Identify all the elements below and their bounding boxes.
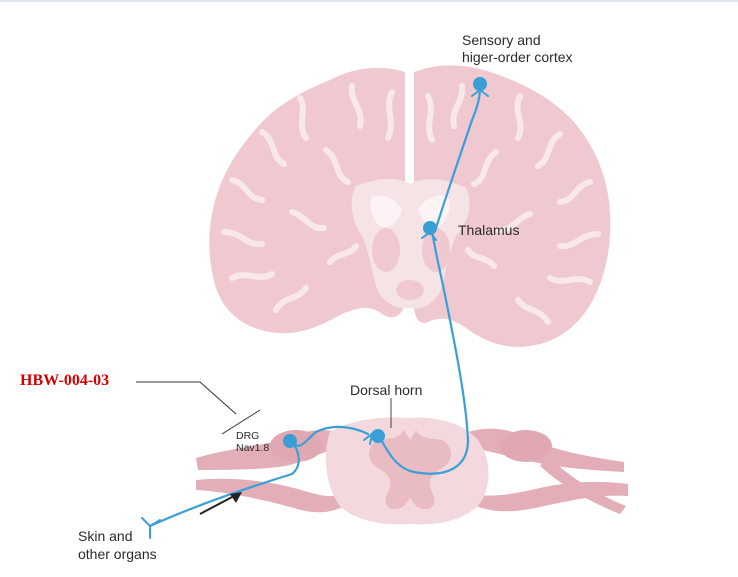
skin-terminal — [141, 517, 161, 539]
spinal-cord — [196, 417, 628, 525]
compound-code-label: HBW-004-03 — [20, 372, 110, 389]
brain-folds-right — [425, 83, 601, 325]
brain-folds-left — [221, 83, 395, 313]
thalamus-neuron-soma — [423, 221, 437, 235]
spinothalamic-axon — [378, 228, 470, 475]
primary-afferent-axon — [148, 440, 300, 528]
skin-label-line2: other organs — [78, 546, 157, 562]
signal-direction-arrow — [199, 492, 242, 515]
cortex-label-line1: Sensory and — [462, 32, 541, 48]
spinal-grey-matter — [369, 430, 451, 510]
drg-label-line1: DRG — [236, 430, 260, 442]
skin-label-line1: Skin and — [78, 528, 133, 544]
drg-central-axon — [290, 425, 370, 447]
brain-ventricle-right — [418, 195, 450, 228]
drg-neuron-soma — [283, 434, 297, 448]
thalamus-left-nucleus — [372, 228, 400, 272]
drg-ganglion-right — [500, 430, 552, 462]
brain-ventricle-left — [370, 195, 402, 228]
neuron-pathway — [148, 86, 482, 528]
brain-section — [209, 65, 611, 347]
drg-label-line2: Nav1.8 — [236, 442, 270, 454]
dorsal-horn-label: Dorsal horn — [350, 382, 423, 398]
compound-pointer-line — [136, 381, 261, 435]
cortex-label-line2: higer-order cortex — [462, 49, 573, 65]
top-border — [0, 0, 738, 2]
nerve-branch-right — [540, 456, 626, 514]
thalamocortical-axon — [434, 86, 482, 230]
thalamus-label: Thalamus — [458, 222, 520, 238]
hypothalamus — [396, 280, 424, 300]
cortex-neuron-soma — [473, 77, 487, 91]
brain-left-hemisphere — [209, 67, 405, 334]
nerve-root-left-lower — [196, 478, 344, 513]
dorsal-horn-neuron-soma — [371, 429, 385, 443]
